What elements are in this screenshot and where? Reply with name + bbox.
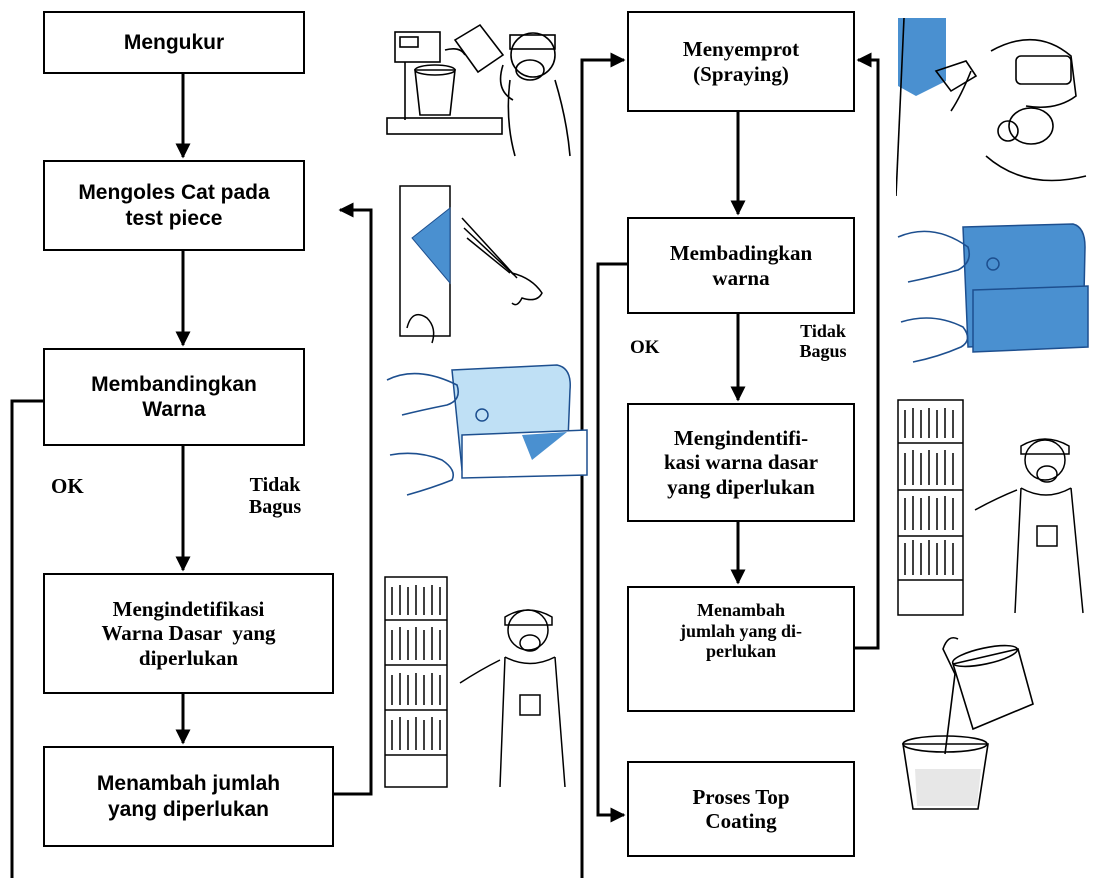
box-proses-top-coating-line1: Proses Top [692,785,789,809]
box-mengukur: Mengukur [43,11,305,74]
right-tidak-line1: Tidak [790,322,856,342]
box-membadingkan-line1: Membadingkan [670,241,812,265]
right-tidak-bagus-label: Tidak Bagus [790,322,856,362]
comparing-color-card-illustration [382,360,592,510]
path-ok-right-to-top-coating [598,264,627,815]
box-mengidentifikasi-warna: Mengindetifikasi Warna Dasar yang diperl… [43,573,334,694]
box-membandingkan-warna: Membandingkan Warna [43,348,305,446]
left-ok-label: OK [51,475,84,498]
right-ok-label: OK [630,338,660,359]
box-mengindentifikasi-warna: Mengindentifi- kasi warna dasar yang dip… [627,403,855,522]
right-tidak-line2: Bagus [790,342,856,362]
box-mengukur-label: Mengukur [124,30,224,55]
left-tidak-line1: Tidak [240,474,310,496]
box-menambah-right-line1: Menambah [697,600,785,621]
box-mengoles-cat-line1: Mengoles Cat pada [78,180,269,205]
path-ok-left-to-menyemprot [12,401,43,878]
box-menyemprot: Menyemprot (Spraying) [627,11,855,112]
paint-shelf-worker-illustration [380,575,590,790]
box-mengidentifikasi-line1: Mengindetifikasi [113,597,265,621]
comparing-color-card-right-illustration [893,222,1093,377]
box-mengidentifikasi-line3: diperlukan [139,646,238,670]
box-menambah-jumlah-line2: yang diperlukan [108,797,269,822]
box-menambah-jumlah-right: Menambah jumlah yang di- perlukan [627,586,855,712]
box-mengoles-cat: Mengoles Cat pada test piece [43,160,305,251]
paint-shelf-worker-right-illustration [893,398,1103,618]
box-proses-top-coating-line2: Coating [705,809,776,833]
worker-weighing-paint-illustration [385,10,575,158]
box-mengidentifikasi-line2: Warna Dasar yang [101,621,275,645]
left-tidak-line2: Bagus [240,496,310,518]
box-menambah-jumlah-line1: Menambah jumlah [97,771,280,796]
box-mengindentifikasi-line2: kasi warna dasar [664,450,818,474]
box-menambah-right-line2: jumlah yang di- [680,621,802,642]
left-tidak-bagus-label: Tidak Bagus [240,474,310,518]
box-membandingkan-warna-line2: Warna [142,397,205,422]
box-proses-top-coating: Proses Top Coating [627,761,855,857]
pouring-paint-illustration [893,634,1043,814]
worker-spraying-illustration [896,16,1096,201]
box-menambah-jumlah: Menambah jumlah yang diperlukan [43,746,334,847]
loop-menambah-to-mengoles [334,210,371,794]
test-piece-brush-illustration [392,178,562,348]
box-membadingkan-line2: warna [712,266,769,290]
box-menyemprot-line1: Menyemprot [683,37,799,61]
box-mengindentifikasi-line3: yang diperlukan [667,475,815,499]
box-menambah-right-line3: perlukan [706,641,776,662]
box-mengoles-cat-line2: test piece [126,206,223,231]
box-membadingkan-warna: Membadingkan warna [627,217,855,314]
loop-menambah-to-menyemprot [855,60,878,648]
box-mengindentifikasi-line1: Mengindentifi- [674,426,808,450]
box-membandingkan-warna-line1: Membandingkan [91,372,257,397]
box-menyemprot-line2: (Spraying) [693,62,789,86]
